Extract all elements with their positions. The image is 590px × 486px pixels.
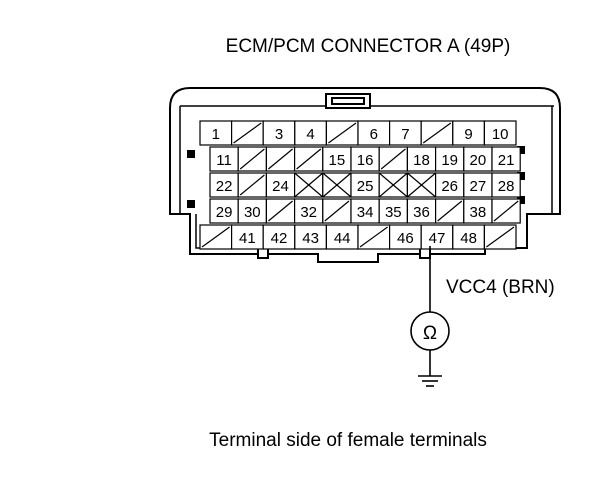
pin-cell [209,146,239,172]
blocked-pin-mark [378,172,408,198]
pin-cell [491,172,521,198]
pin-number: 15 [329,152,346,169]
empty-pin-mark [268,148,293,170]
pin-number: 16 [357,152,374,169]
pin-cell [491,146,521,172]
pin-number: 41 [239,230,256,247]
pin-number: 38 [470,204,487,221]
pin-cell [435,146,465,172]
pin-cell [406,146,437,172]
mark-right-2 [517,172,525,180]
pin-cell [209,198,239,224]
pin-number: 36 [413,204,430,221]
pin-number: 3 [275,126,283,143]
empty-pin-mark [268,200,293,222]
pin-cell [262,120,296,146]
pin-number: 35 [385,204,402,221]
pin-number: 7 [401,126,409,143]
pin-cell [452,224,485,250]
pin-cell [420,224,454,250]
pin-cell [294,224,327,250]
mark-right-3 [517,196,525,204]
pin-cell [199,120,233,146]
empty-pin-mark [493,200,519,222]
pin-cell [378,198,409,224]
pin-number: 43 [302,230,319,247]
pin-number: 22 [216,178,233,195]
pin-number: 48 [460,230,477,247]
pin-cell [209,172,239,198]
pin-number: 21 [498,152,515,169]
wire-label: VCC4 (BRN) [446,277,555,298]
pin-cell [463,172,493,198]
empty-pin-mark [239,148,265,170]
ground-icon [418,375,442,387]
pin-number: 28 [498,178,515,195]
housing-outer [169,87,561,263]
blocked-pin-mark [322,172,352,198]
pin-cell [322,146,352,172]
pin-cell [294,120,327,146]
pin-number: 25 [357,178,374,195]
pin-number: 46 [397,230,414,247]
blocked-pin-mark [294,172,324,198]
diagram-title: ECM/PCM CONNECTOR A (49P) [226,36,511,57]
ohm-symbol: Ω [423,323,437,344]
empty-pin-mark [324,200,350,222]
empty-pin-mark [328,122,357,144]
empty-pin-mark [359,226,388,248]
pin-number: 34 [357,204,374,221]
pin-number: 27 [470,178,487,195]
pin-cell [231,224,264,250]
latch-top-inner [331,97,365,105]
empty-pin-mark [239,174,265,196]
pin-cell [483,120,517,146]
pin-number: 4 [306,126,314,143]
pin-cell [265,172,296,198]
pin-number: 18 [413,152,430,169]
mark-left-1 [187,150,195,158]
diagram-caption: Terminal side of female terminals [209,430,487,451]
probe-assembly [410,246,450,387]
pin-cell [435,172,465,198]
empty-pin-mark [422,122,452,144]
pin-cell [262,224,296,250]
pin-number: 26 [441,178,458,195]
pin-number: 6 [370,126,378,143]
pin-number: 29 [216,204,233,221]
pin-number: 10 [492,126,509,143]
pin-number: 32 [300,204,317,221]
mark-right-1 [517,146,525,154]
housing-marks [187,146,525,208]
ohmmeter-icon [410,311,450,351]
pin-number: 47 [429,230,446,247]
empty-pin-mark [486,226,515,248]
pin-number: 42 [271,230,288,247]
blocked-pin-mark [407,172,436,198]
pin-number: 24 [272,178,289,195]
pin-number: 44 [334,230,351,247]
mark-left-2 [187,200,195,208]
empty-pin-mark [201,226,230,248]
empty-pin-mark [233,122,262,144]
pin-number: 11 [216,152,232,169]
empty-pin-mark [437,200,463,222]
pin-number: 1 [212,126,220,143]
pin-number: 9 [464,126,472,143]
pin-number: 30 [244,204,261,221]
empty-pin-mark [296,148,322,170]
pin-number: 19 [441,152,458,169]
pin-number: 20 [470,152,487,169]
pin-cell [357,120,391,146]
empty-pin-mark [380,148,406,170]
